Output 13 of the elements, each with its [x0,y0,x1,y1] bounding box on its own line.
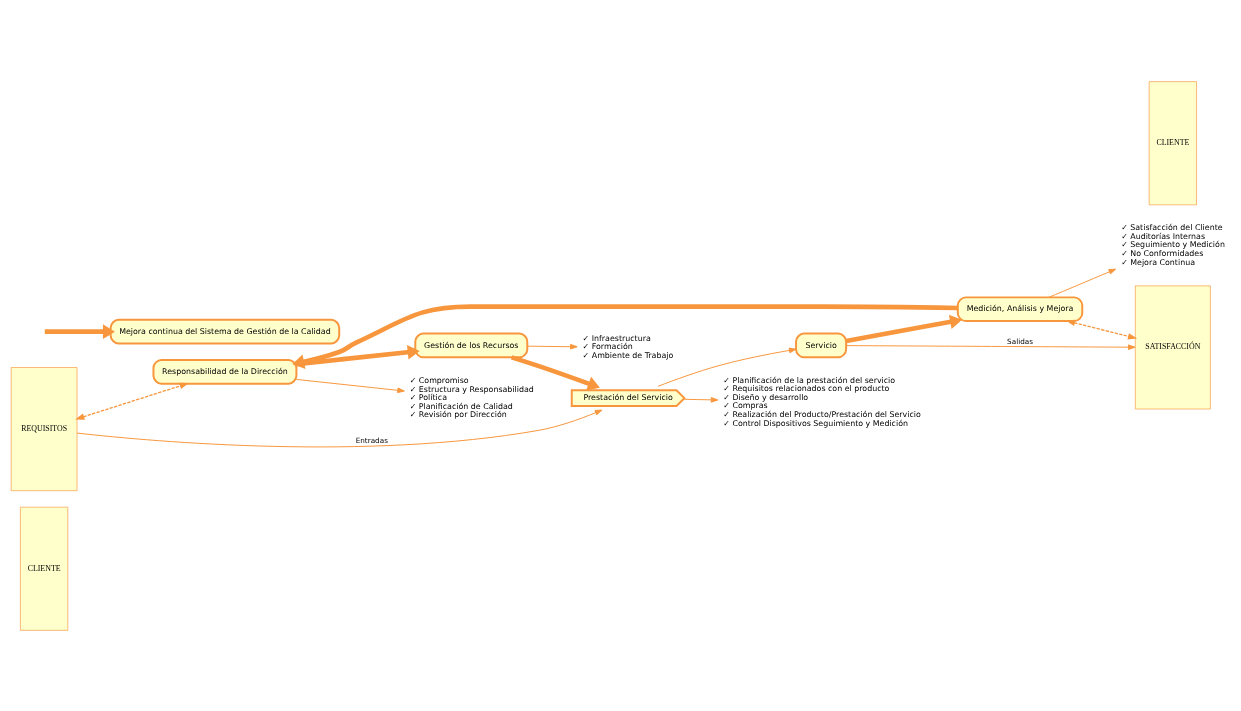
arrow [510,354,600,391]
arrow [1065,319,1138,339]
arrow [292,303,958,369]
arrow [1048,268,1117,298]
arrow [845,314,963,343]
arrow [845,343,1136,350]
arrow [683,396,719,403]
arrow [526,343,578,349]
arrow [295,378,405,393]
arrow [44,323,115,339]
arrow [76,409,603,447]
arrow [657,347,797,387]
arrow [75,382,189,420]
